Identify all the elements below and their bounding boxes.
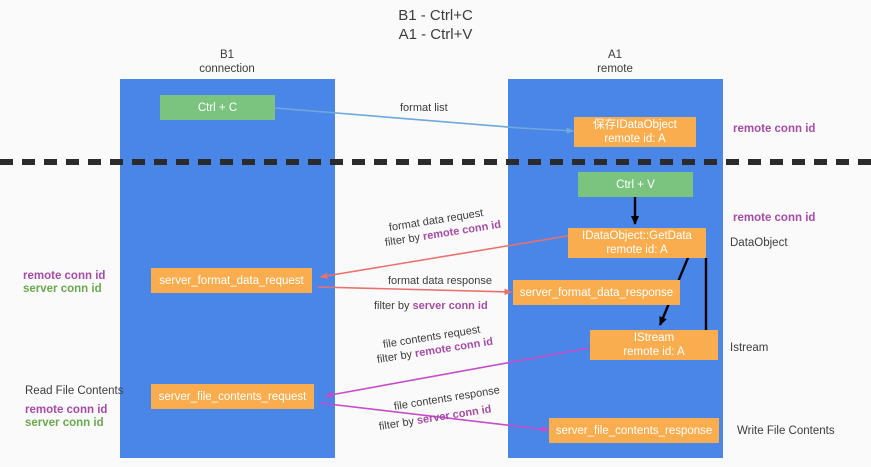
node-idataobject-prefix-obscured: 保存: [593, 119, 617, 131]
node-ctrl-c-label: Ctrl + C: [197, 101, 238, 114]
node-idataobject-name: IDataObject: [616, 119, 677, 131]
annotation-left-remote-conn-id-2: remote conn id: [25, 403, 107, 418]
annotation-left-remote-conn-id-2-text: remote conn id: [25, 404, 108, 416]
title-line-2: A1 - Ctrl+V: [398, 26, 473, 43]
annotation-remote-conn-id-mid: remote conn id: [733, 211, 815, 226]
annotation-read-file-contents: Read File Contents: [25, 384, 123, 399]
column-header-a1-name: A1: [607, 49, 623, 61]
edge-label-format-data-response-filter-prefix: filter by: [374, 300, 413, 312]
edge-label-file-contents-response-filter-prefix: filter by: [378, 415, 418, 433]
node-server-file-contents-response[interactable]: server_file_contents_response: [549, 418, 719, 443]
annotation-dataobject: DataObject: [730, 236, 788, 251]
edge-label-format-data-response-text: format data response: [388, 275, 492, 287]
edge-label-file-contents-request-filter-prefix: filter by: [376, 348, 416, 366]
node-getdata-line2: remote id: A: [606, 244, 668, 256]
node-ctrl-v-label: Ctrl + V: [616, 178, 655, 191]
edge-label-format-data-response-filter: filter by server conn id: [374, 299, 488, 313]
column-header-b1-name: B1: [219, 49, 235, 61]
annotation-left-remote-conn-id: remote conn id: [23, 269, 105, 284]
node-ctrl-v[interactable]: Ctrl + V: [578, 172, 693, 197]
node-getdata-line1: IDataObject::GetData: [582, 230, 692, 242]
annotation-left-server-conn-id: server conn id: [23, 282, 102, 297]
node-server-format-data-response-label: server_format_data_response: [519, 286, 674, 299]
annotation-istream: Istream: [730, 341, 768, 356]
node-server-file-contents-request[interactable]: server_file_contents_request: [151, 384, 314, 409]
annotation-istream-text: Istream: [730, 342, 769, 354]
node-idataobject[interactable]: 保存IDataObject remote id: A: [574, 117, 696, 147]
annotation-left-server-conn-id-text: server conn id: [23, 283, 102, 295]
column-header-b1: B1 connection: [147, 48, 307, 76]
annotation-write-file-contents: Write File Contents: [737, 424, 835, 439]
node-idataobject-getdata[interactable]: IDataObject::GetData remote id: A: [568, 228, 706, 258]
column-header-a1: A1 remote: [535, 48, 695, 76]
edge-label-format-list-text: format list: [400, 102, 448, 114]
node-server-file-contents-request-label: server_file_contents_request: [158, 390, 307, 403]
annotation-remote-conn-id-top: remote conn id: [733, 122, 815, 137]
node-istream-line2: remote id: A: [623, 346, 685, 358]
node-server-format-data-request-label: server_format_data_request: [159, 274, 304, 287]
column-header-b1-sub: connection: [199, 63, 255, 75]
annotation-write-file-contents-text: Write File Contents: [737, 425, 835, 437]
node-istream[interactable]: IStream remote id: A: [590, 330, 718, 360]
node-idataobject-line2: remote id: A: [604, 133, 666, 145]
node-ctrl-c[interactable]: Ctrl + C: [160, 95, 275, 120]
edge-label-format-list: format list: [400, 101, 448, 115]
edge-label-format-data-response-filter-key: server conn id: [412, 300, 488, 312]
column-header-a1-sub: remote: [597, 63, 633, 75]
node-server-file-contents-response-label: server_file_contents_response: [555, 424, 713, 437]
annotation-remote-conn-id-top-text: remote conn id: [733, 123, 816, 135]
annotation-left-remote-conn-id-text: remote conn id: [23, 270, 106, 282]
node-server-format-data-request[interactable]: server_format_data_request: [151, 268, 312, 293]
node-idataobject-line1: 保存IDataObject: [593, 118, 677, 132]
annotation-left-server-conn-id-2: server conn id: [25, 416, 104, 431]
annotation-dataobject-text: DataObject: [730, 237, 788, 249]
annotation-read-file-contents-text: Read File Contents: [25, 385, 124, 397]
annotation-left-server-conn-id-2-text: server conn id: [25, 417, 104, 429]
diagram-title: B1 - Ctrl+C A1 - Ctrl+V: [0, 6, 871, 44]
node-istream-line1: IStream: [633, 332, 675, 344]
title-line-1: B1 - Ctrl+C: [398, 7, 473, 24]
node-server-format-data-response[interactable]: server_format_data_response: [513, 280, 680, 305]
edge-label-format-data-response: format data response: [388, 274, 492, 288]
annotation-remote-conn-id-mid-text: remote conn id: [733, 212, 816, 224]
